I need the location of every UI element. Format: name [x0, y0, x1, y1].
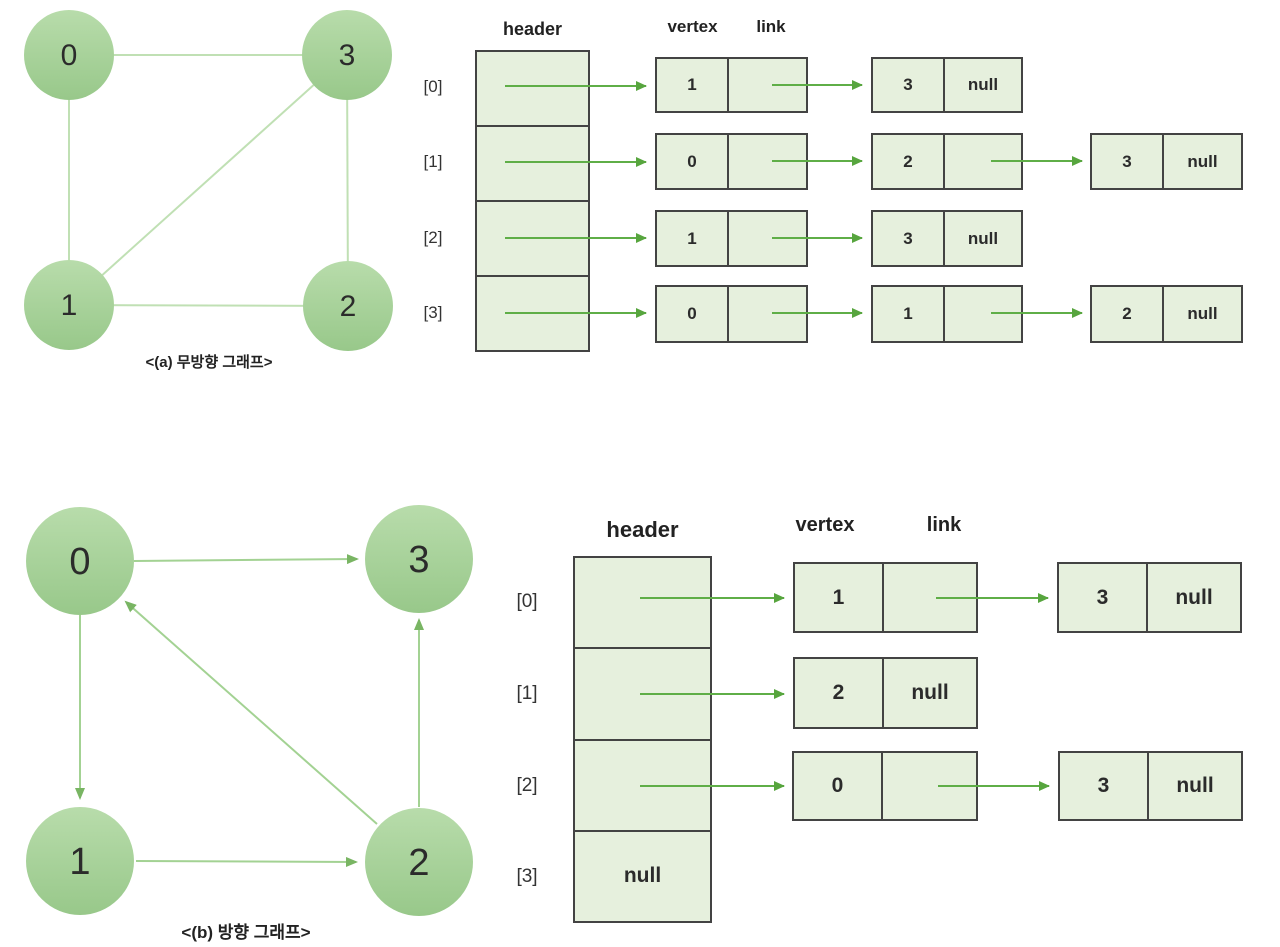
- vertex-cell: 3: [873, 212, 945, 265]
- vertex-label-b: vertex: [795, 514, 855, 536]
- index-label-a-0: [0]: [423, 77, 443, 96]
- header-cell-a-0: [477, 52, 588, 127]
- link-cell: null: [1187, 304, 1218, 323]
- caption-undirected-graph: <(a) 무방향 그래프>: [145, 354, 273, 371]
- header-cell-a-1: [477, 127, 588, 202]
- link-cell: null: [911, 681, 949, 704]
- link-cell: [945, 287, 1021, 341]
- list-node: 3 null: [1057, 562, 1242, 633]
- header-cell-b-3: null: [623, 864, 662, 888]
- caption-directed-graph: <(b) 방향 그래프>: [181, 923, 311, 942]
- index-label-a-3: [3]: [423, 303, 443, 322]
- list-node: 2: [871, 133, 1023, 190]
- list-node: 1: [871, 285, 1023, 343]
- index-label-a-2: [2]: [423, 228, 443, 247]
- vertex-cell: 1: [657, 212, 729, 265]
- link-cell: null: [1175, 585, 1213, 609]
- list-node: 1: [655, 57, 808, 113]
- graph-a-node-0: [24, 10, 114, 100]
- header-cell-b-0: [575, 558, 710, 650]
- index-label-b-0: [0]: [516, 591, 538, 612]
- edge-0-to-3: [133, 554, 359, 565]
- header-array-b: null: [573, 556, 712, 923]
- link-cell: [729, 287, 806, 341]
- vertex-cell: 1: [795, 564, 884, 631]
- edge-2-to-0: [124, 600, 378, 825]
- graph-b-node-0: [26, 507, 134, 615]
- list-node: 3 null: [871, 210, 1023, 267]
- header-label-a: header: [502, 19, 563, 39]
- graph-b-node-1-label: 1: [69, 841, 90, 883]
- graph-b-node-2: [365, 808, 473, 916]
- vertex-cell: 2: [795, 659, 884, 727]
- list-node: 1: [793, 562, 978, 633]
- edge-1-2: [68, 304, 349, 307]
- link-cell: null: [1187, 151, 1218, 171]
- vertex-cell: 2: [873, 135, 945, 188]
- vertex-cell: 0: [657, 135, 729, 188]
- graph-a-node-1: [24, 260, 114, 350]
- link-label-a: link: [756, 17, 786, 36]
- graph-a-node-1-label: 1: [61, 289, 78, 322]
- list-node: 3 null: [871, 57, 1023, 113]
- graph-b-node-2-label: 2: [408, 842, 429, 884]
- vertex-cell: 1: [873, 287, 945, 341]
- index-label-b-3: [3]: [516, 866, 538, 887]
- list-node: 2 null: [793, 657, 978, 729]
- index-label-b-1: [1]: [516, 683, 538, 704]
- graph-a-node-3: [302, 10, 392, 100]
- directed-edges: [75, 554, 424, 867]
- link-cell: [729, 135, 806, 188]
- header-cell-b-2: [575, 741, 710, 832]
- directed-graph: 0 3 1 2: [26, 505, 473, 916]
- vertex-cell: 3: [1059, 564, 1148, 631]
- list-node: 1: [655, 210, 808, 267]
- graph-a-node-2-label: 2: [340, 290, 357, 323]
- header-array-a: [475, 50, 590, 352]
- link-cell: [883, 753, 976, 819]
- graph-b-node-3: [365, 505, 473, 613]
- graph-a-node-3-label: 3: [339, 39, 356, 72]
- list-node: 3 null: [1090, 133, 1243, 190]
- link-cell: [729, 212, 806, 265]
- list-node: 3 null: [1058, 751, 1243, 821]
- undirected-graph: 0 3 1 2: [24, 10, 393, 351]
- vertex-cell: 0: [794, 753, 883, 819]
- link-cell: null: [967, 75, 999, 94]
- vertex-cell: 2: [1092, 287, 1164, 341]
- vertex-cell: 3: [1060, 753, 1149, 819]
- vertex-cell: 1: [657, 59, 729, 111]
- link-cell: [729, 59, 806, 111]
- graph-b-node-1: [26, 807, 134, 915]
- graph-b-node-0-label: 0: [69, 541, 90, 583]
- index-label-a-1: [1]: [423, 152, 443, 171]
- link-label-b: link: [926, 514, 962, 536]
- vertex-cell: 3: [1092, 135, 1164, 188]
- header-cell-a-3: [477, 277, 588, 350]
- vertex-label-a: vertex: [667, 17, 718, 36]
- link-cell: null: [967, 228, 999, 248]
- vertex-cell: 0: [657, 287, 729, 341]
- list-node: 2 null: [1090, 285, 1243, 343]
- index-label-b-2: [2]: [516, 775, 538, 796]
- header-cell-b-1: [575, 649, 710, 741]
- link-cell: [884, 564, 976, 631]
- header-cell-a-2: [477, 202, 588, 277]
- graph-a-node-2: [303, 261, 393, 351]
- link-cell: null: [1176, 774, 1214, 797]
- link-cell: [945, 135, 1021, 188]
- graph-b-node-3-label: 3: [408, 539, 429, 581]
- list-node: 0: [792, 751, 978, 821]
- edge-1-to-2: [135, 856, 358, 867]
- list-node: 0: [655, 285, 808, 343]
- vertex-cell: 3: [873, 59, 945, 111]
- list-node: 0: [655, 133, 808, 190]
- graph-a-node-0-label: 0: [61, 39, 78, 72]
- header-label-b: header: [606, 517, 679, 542]
- undirected-edges: [68, 54, 349, 307]
- edge-3-1: [68, 54, 348, 306]
